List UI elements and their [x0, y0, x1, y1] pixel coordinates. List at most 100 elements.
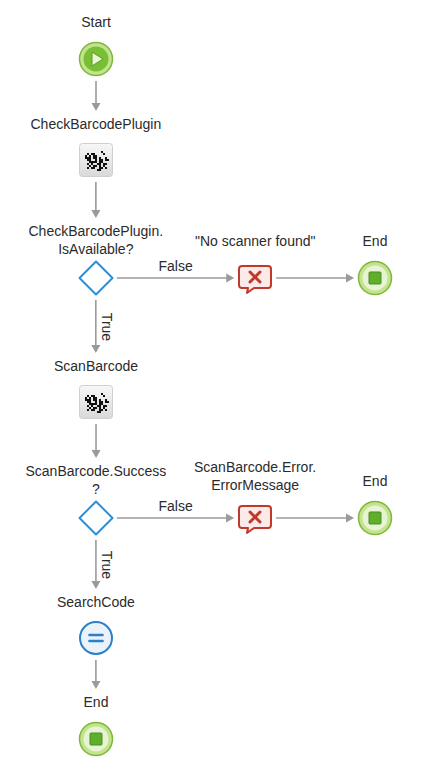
- icon-part: [91, 405, 93, 407]
- icon-part: [99, 163, 101, 165]
- connector-line: [95, 660, 97, 682]
- icon-part: [78, 500, 114, 536]
- icon-part: [101, 167, 103, 169]
- icon-part: [101, 401, 103, 403]
- icon-part: [99, 401, 101, 403]
- error-node: ScanBarcode.Error. ErrorMessage: [194, 458, 316, 536]
- icon-part: [103, 407, 105, 409]
- icon-part: [99, 405, 101, 407]
- icon-part: [89, 165, 91, 167]
- connector-line: [276, 517, 347, 519]
- icon-part: [97, 169, 99, 171]
- icon-part: [359, 262, 392, 295]
- end-node: End: [78, 693, 114, 757]
- icon-part: [87, 405, 89, 407]
- icon-part: [99, 403, 101, 405]
- flow-connector: [92, 81, 101, 111]
- icon-part: [95, 403, 97, 405]
- icon-part: [89, 401, 91, 403]
- icon-part: [87, 409, 89, 411]
- icon-part: [80, 43, 113, 76]
- edge-label: False: [159, 498, 193, 514]
- icon-part: [91, 403, 93, 405]
- assign-node: SearchCode: [57, 593, 135, 656]
- icon-part: [93, 155, 95, 157]
- icon-part: [93, 397, 95, 399]
- icon-part: [103, 165, 105, 167]
- icon-part: [78, 620, 114, 656]
- icon-part: [105, 399, 107, 401]
- icon-part: [363, 266, 388, 291]
- icon-part: [369, 512, 381, 524]
- flow-connector: [117, 274, 234, 283]
- icon-part: [89, 407, 91, 409]
- icon-part: [99, 169, 101, 171]
- action-node: CheckBarcodePlugin: [31, 115, 162, 178]
- icon-part: [95, 397, 97, 399]
- end-node: End: [357, 472, 393, 536]
- end-node-icon: [78, 721, 114, 757]
- icon-part: [97, 163, 99, 165]
- flow-connector: [91, 660, 100, 689]
- icon-part: [93, 165, 95, 167]
- start-node: Start: [78, 13, 114, 77]
- icon-part: [87, 401, 89, 403]
- icon-part: [91, 161, 93, 163]
- icon-part: [105, 167, 107, 169]
- icon-part: [237, 260, 273, 296]
- icon-part: [91, 167, 93, 169]
- decision-diamond-icon: [78, 260, 114, 296]
- icon-part: [95, 159, 97, 161]
- icon-part: [87, 159, 89, 161]
- icon-part: [89, 157, 91, 159]
- action-node-icon: [78, 142, 114, 178]
- error-node-icon: [237, 260, 273, 296]
- decision-diamond: CheckBarcodePlugin. IsAvailable?: [29, 222, 164, 296]
- error-node: "No scanner found": [195, 232, 315, 296]
- icon-part: [93, 153, 95, 155]
- icon-part: [97, 411, 99, 413]
- icon-part: [95, 161, 97, 163]
- icon-part: [93, 157, 95, 159]
- end-node: End: [357, 232, 393, 296]
- icon-part: [93, 403, 95, 405]
- node-label: "No scanner found": [195, 232, 315, 250]
- icon-part: [101, 393, 103, 395]
- connector-line: [95, 81, 97, 104]
- arrow-head: [91, 345, 100, 353]
- icon-part: [89, 635, 102, 641]
- connector-line: [95, 300, 97, 346]
- icon-part: [85, 157, 87, 159]
- icon-part: [101, 403, 103, 405]
- icon-part: [91, 409, 93, 411]
- arrow-head: [346, 514, 354, 523]
- icon-part: [99, 157, 101, 159]
- icon-part: [105, 405, 107, 407]
- icon-part: [78, 142, 114, 178]
- connector-line: [276, 277, 347, 279]
- icon-part: [85, 397, 87, 399]
- start-node-icon: [78, 41, 114, 77]
- decision-diamond: ScanBarcode.Success ?: [26, 462, 167, 536]
- node-label: ScanBarcode.Success ?: [26, 462, 167, 498]
- node-label: SearchCode: [57, 593, 135, 611]
- icon-part: [95, 157, 97, 159]
- icon-part: [87, 167, 89, 169]
- arrow-head: [346, 274, 354, 283]
- icon-part: [250, 272, 260, 282]
- icon-part: [237, 500, 273, 536]
- end-node-icon: [357, 260, 393, 296]
- arrow-head: [92, 103, 101, 111]
- icon-part: [103, 163, 105, 165]
- icon-part: [239, 506, 271, 533]
- arrow-head: [91, 681, 100, 689]
- icon-part: [87, 157, 89, 159]
- end-node-icon: [357, 500, 393, 536]
- icon-part: [101, 159, 103, 161]
- connector-line: [95, 424, 97, 451]
- icon-part: [80, 723, 113, 756]
- icon-part: [105, 157, 107, 159]
- icon-part: [87, 395, 89, 397]
- icon-part: [239, 266, 271, 293]
- flow-connector: [276, 274, 354, 283]
